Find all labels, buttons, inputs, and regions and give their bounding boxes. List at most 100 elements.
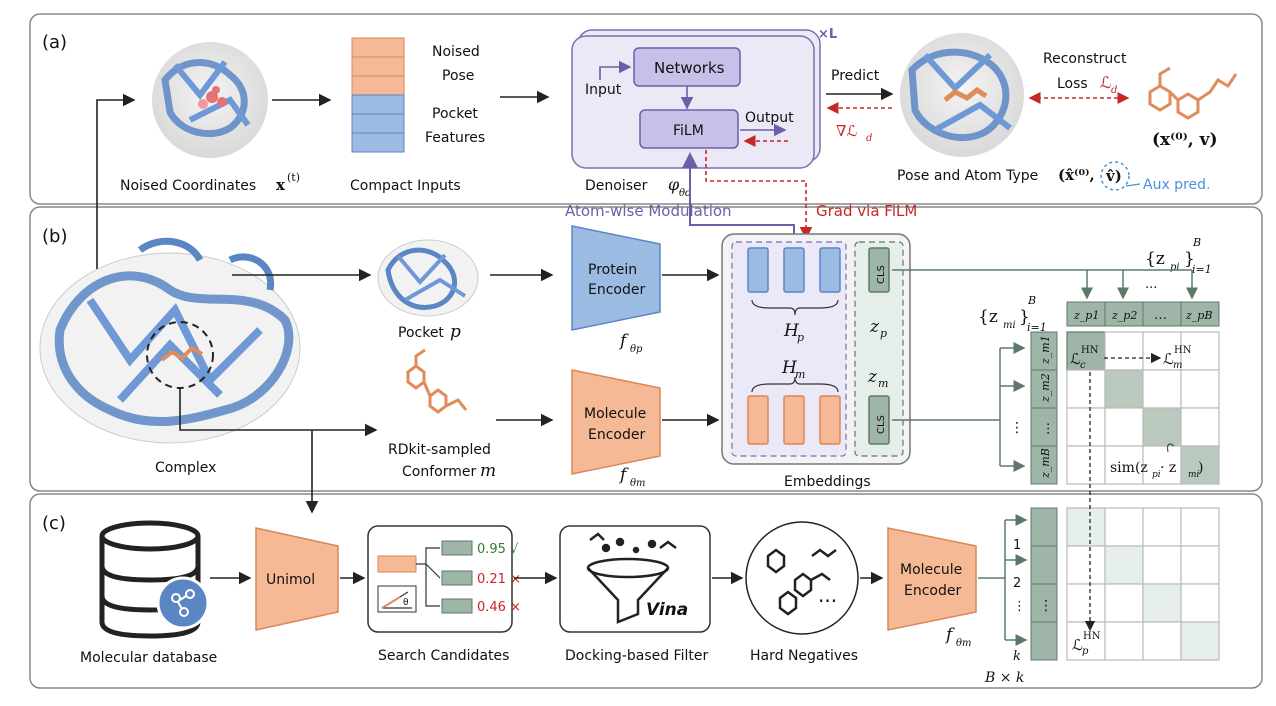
lm-sup: HN [1174,345,1192,356]
target-ligand-image [1148,66,1238,120]
lp-sub: p [1082,646,1089,657]
hp-token-1 [747,247,769,293]
cls-token-protein [868,247,890,293]
pocket-features-l1: Pocket [432,106,478,122]
cls-token-molecule [868,395,890,445]
pocket-features-l2: Features [425,130,485,146]
docking-box [559,525,711,633]
zp-arrow-dots: ··· [1145,281,1157,296]
reconstruct-label: Reconstruct [1043,51,1127,67]
aux-circle [1100,161,1130,191]
candidate-2 [441,570,473,586]
hm-label: H [781,358,798,378]
protein-encoder-l2: Encoder [588,282,645,298]
embeddings-label: Embeddings [784,474,871,490]
grad-film-label: Grad via FiLM [816,202,917,220]
noised-pose-l2: Pose [442,68,474,84]
noised-coords-sup: (t) [287,171,300,184]
zp-col-4: z_pB [1185,309,1212,322]
film-label: FiLM [673,123,704,139]
molecular-database-label: Molecular database [80,650,217,666]
score-2: 0.21 × [477,572,521,587]
pocket-math: p [450,322,461,342]
film-box [639,109,739,149]
noised-protein-image [152,42,268,158]
denoiser-math: φ [668,175,680,194]
zm-row-1: z_m1 [1039,335,1052,365]
molecule-encoder-b-l1: Molecule [584,406,646,422]
hm-brace [751,376,839,393]
lc-sub: c [1080,360,1086,371]
arrow-complex-to-conformer [179,388,378,437]
negatives-stack [1030,507,1058,661]
conformer-image [406,348,468,414]
noised-coords-math: x [276,176,286,194]
neg-row-2: 2 [1013,576,1021,591]
hm-token-1 [747,395,769,445]
similarity-matrix [1066,331,1220,485]
complex-label: Complex [155,460,216,476]
docking-filter-label: Docking-based Filter [565,648,708,664]
zp-label: z [869,317,880,337]
arrow-input [599,60,632,80]
zm-row-2: z_m2 [1039,373,1052,403]
zp-set-range: i=1 [1192,263,1212,276]
zm-set-sub: mi [1003,320,1016,331]
database-icon [99,520,210,639]
panel-c-frame [29,493,1263,689]
compact-inputs-label: Compact Inputs [350,178,461,194]
zp-set-label: {z [1145,249,1165,269]
lc-sup: HN [1081,345,1099,356]
molecule-encoder-b [571,369,661,475]
hard-negatives-circle [745,521,859,635]
lp-sup: HN [1083,631,1101,642]
sim-pointer [1167,443,1175,453]
zm-row-3: … [1038,422,1053,435]
hp-brace [751,299,839,316]
f-p: f [618,331,629,351]
arrow-atom-modulation [682,152,795,240]
zm-set-label: {z [978,307,998,327]
input-label: Input [585,82,622,98]
neg-row-k: k [1013,649,1021,664]
denoiser-sub: θd [679,188,691,199]
zp-set-sub: pi [1170,262,1180,273]
f-p-sub: θp [630,344,643,355]
search-candidates-label: Search Candidates [378,648,509,664]
denoiser-label: Denoiser [585,178,648,194]
panel-a-label: (a) [42,32,67,53]
protein-encoder-l1: Protein [588,262,637,278]
zm-sub: m [878,377,888,390]
neg-row-1: 1 [1013,538,1021,553]
pocket-image [377,239,479,317]
vina-label: Vina [646,600,688,620]
zm-set-range: i=1 [1027,321,1047,334]
hm-token-3 [819,395,841,445]
molecule-encoder-c-l1: Molecule [900,562,962,578]
zp-set-end: } [1184,249,1195,269]
noised-coords-label: Noised Coordinates [120,178,256,194]
pose-atom-label: Pose and Atom Type [897,168,1038,184]
zm-row-4: z_mB [1039,448,1052,479]
zp-col-1: z_p1 [1073,309,1099,322]
sim-sub2: mi [1188,470,1200,480]
score-1: 0.95 √ [477,542,519,557]
unimol-label: Unimol [266,572,315,588]
hard-negatives-dots: ··· [818,589,837,613]
funnel-icon [586,532,677,624]
v-hat: v̂) [1105,167,1122,185]
arrow-grad-film [705,150,813,240]
rdkit-label: RDkit-sampled [388,442,491,458]
hard-negatives-molecules [766,548,837,616]
conformer-label: Conformer [402,464,476,480]
negative-matrix [1066,507,1220,661]
output-label: Output [745,110,794,126]
compact-inputs-stack [351,37,405,153]
f-m-sub: θm [630,478,646,489]
conformer-math: m [480,461,496,481]
zm-set-end: } [1019,307,1030,327]
hp-sub: p [797,331,804,344]
loss-sub: d [1111,85,1117,96]
hp-token-3 [819,247,841,293]
